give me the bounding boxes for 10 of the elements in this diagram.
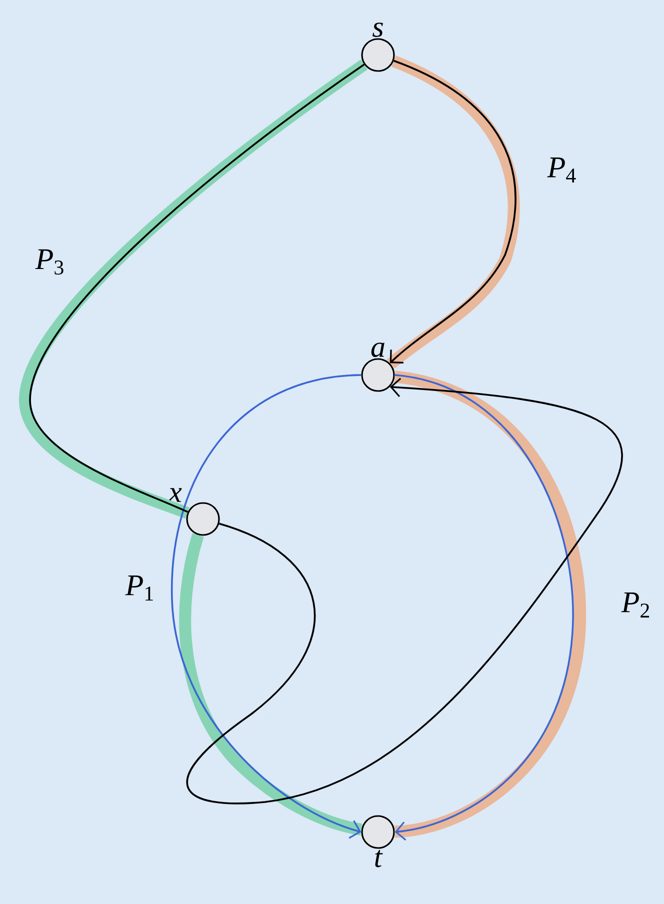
node-label: a: [371, 342, 384, 358]
arrow: [186, 378, 623, 804]
path-label: P$_{4}$: [547, 158, 576, 182]
highlighted-path: [179, 533, 362, 836]
path-label: P$_{3}$: [35, 249, 64, 275]
node-label: t: [375, 850, 383, 868]
arrow: [171, 374, 362, 839]
node-label: s: [372, 22, 383, 38]
path-label: P$_{2}$: [621, 592, 650, 618]
path-label: P$_{1}$: [125, 576, 153, 600]
